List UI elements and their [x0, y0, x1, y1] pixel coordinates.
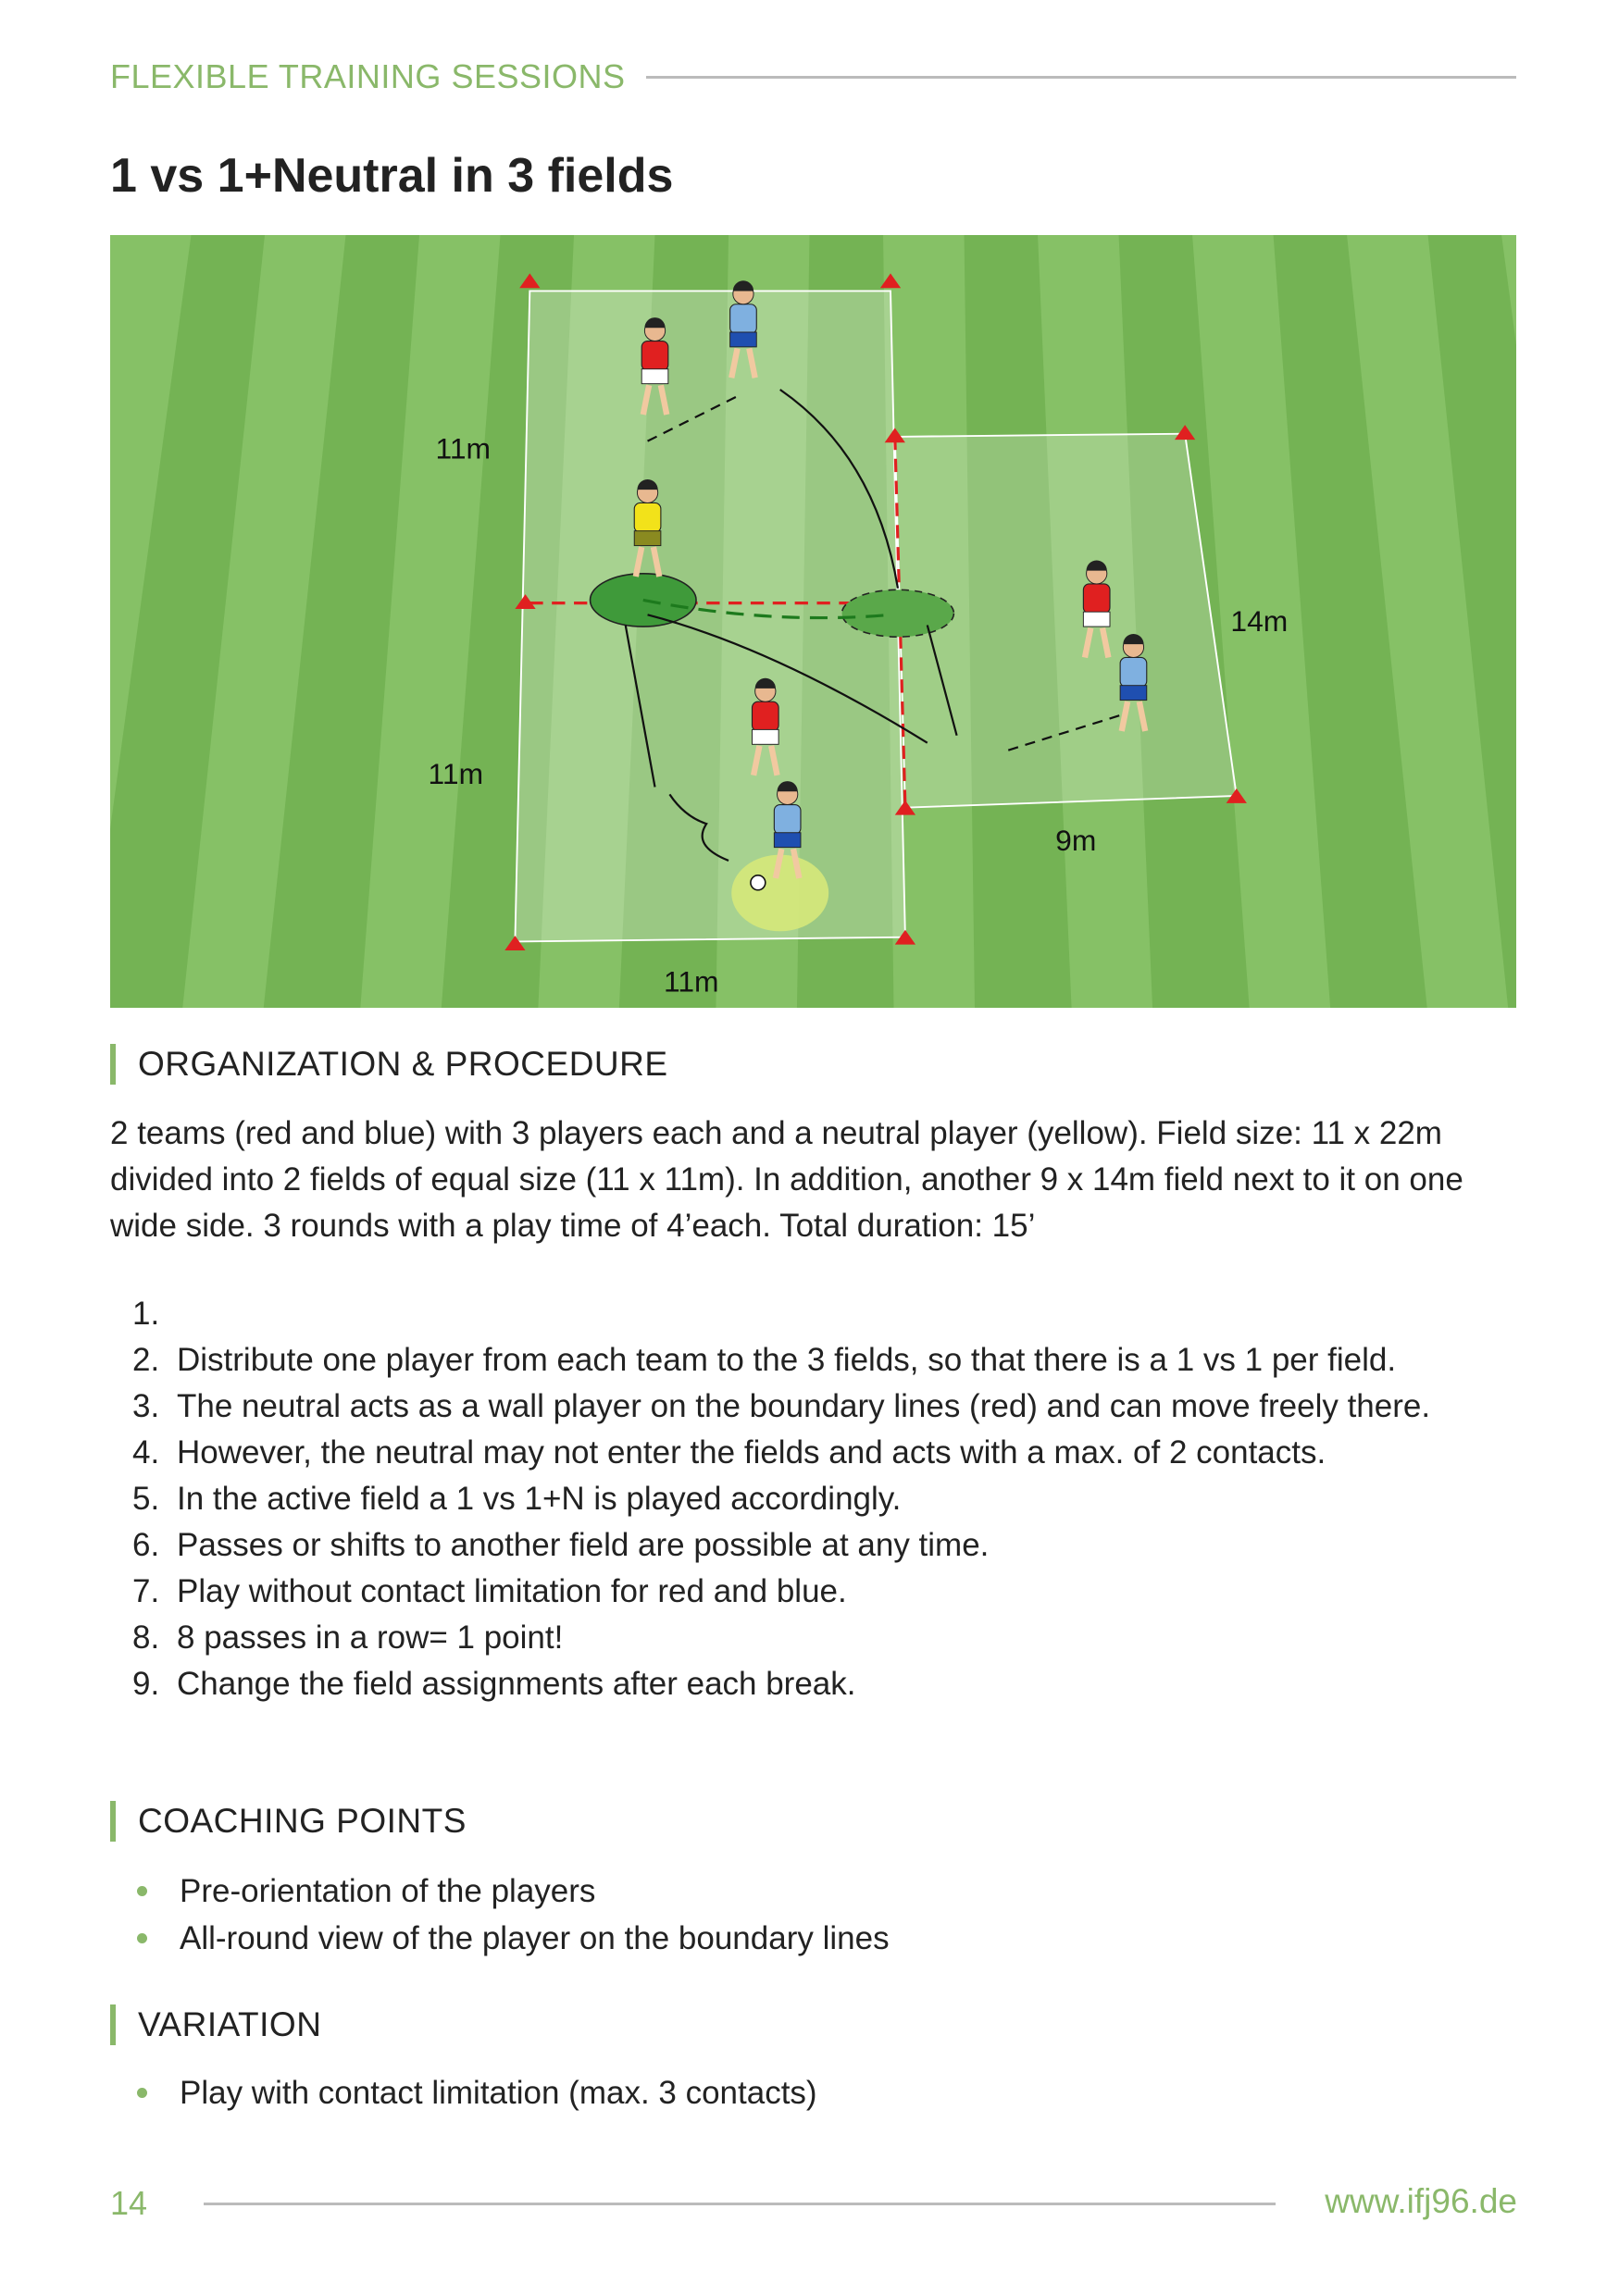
grass-stripe	[1501, 235, 1516, 345]
bullet-item: All-round view of the player on the boun…	[137, 1915, 890, 1962]
page-title: 1 vs 1+Neutral in 3 fields	[110, 149, 674, 203]
step-text: In the active field a 1 vs 1+N is played…	[177, 1481, 902, 1517]
step-text: Passes or shifts to another field are po…	[177, 1527, 990, 1563]
coaching-heading: COACHING POINTS	[110, 1801, 467, 1842]
bullet-icon	[137, 2088, 147, 2098]
procedure-step: 6. Passes or shifts to another field are …	[132, 1522, 1430, 1569]
bullet-item: Pre-orientation of the players	[137, 1868, 890, 1915]
step-number: 2.	[132, 1342, 160, 1378]
page-number: 14	[110, 2184, 148, 2222]
header-divider	[646, 76, 1516, 79]
procedure-step: 2. Distribute one player from each team t…	[132, 1337, 1430, 1384]
step-text: However, the neutral may not enter the f…	[177, 1434, 1326, 1471]
procedure-step: 5. In the active field a 1 vs 1+N is play…	[132, 1476, 1430, 1522]
red-player	[640, 317, 670, 416]
zone-circle	[589, 573, 697, 627]
step-number: 7.	[132, 1573, 160, 1609]
step-number: 6.	[132, 1527, 160, 1563]
procedure-step: 9. Change the field assignments after eac…	[132, 1661, 1430, 1707]
red-player	[750, 677, 780, 776]
website-link[interactable]: www.ifj96.de	[1325, 2182, 1517, 2220]
dimension-label: 11m	[429, 757, 484, 790]
procedure-step: 7. Play without contact limitation for re…	[132, 1569, 1430, 1615]
variation-list: Play with contact limitation (max. 3 con…	[137, 2069, 817, 2116]
step-number: 1.	[132, 1296, 160, 1332]
procedure-step: 4. However, the neutral may not enter the…	[132, 1430, 1430, 1476]
variation-heading: VARIATION	[110, 2004, 321, 2045]
dimension-label: 9m	[1055, 824, 1096, 857]
red-player	[1081, 560, 1112, 659]
dimension-label: 11m	[664, 965, 719, 999]
grass-stripe	[182, 235, 346, 1008]
step-text: 8 passes in a row= 1 point!	[177, 1620, 564, 1656]
step-number: 4.	[132, 1434, 160, 1471]
procedure-list: 1. 2. Distribute one player from each team…	[132, 1291, 1430, 1707]
step-number: 5.	[132, 1481, 160, 1517]
step-text: Change the field assignments after each …	[177, 1666, 856, 1702]
grass-stripe	[1347, 235, 1509, 1008]
bullet-text: Pre-orientation of the players	[180, 1873, 596, 1909]
section-header: FLEXIBLE TRAINING SESSIONS	[110, 57, 626, 95]
ball-icon	[750, 875, 766, 891]
yellow-player	[632, 479, 663, 577]
zone-circle	[731, 854, 829, 932]
bullet-text: Play with contact limitation (max. 3 con…	[180, 2075, 817, 2111]
movement-arrows	[624, 389, 1127, 862]
drill-diagram: 11m 11m 11m 14m 9m	[110, 235, 1516, 1008]
step-number: 3.	[132, 1388, 160, 1424]
step-number: 9.	[132, 1666, 160, 1702]
blue-player	[772, 781, 803, 879]
bullet-icon	[137, 1933, 147, 1943]
cones	[504, 273, 1247, 950]
dimension-label: 14m	[1230, 604, 1288, 638]
procedure-step: 1.	[132, 1291, 1430, 1337]
procedure-step: 3. The neutral acts as a wall player on t…	[132, 1384, 1430, 1430]
procedure-step: 8. 8 passes in a row= 1 point!	[132, 1615, 1430, 1661]
bullet-item: Play with contact limitation (max. 3 con…	[137, 2069, 817, 2116]
dimension-label: 11m	[436, 432, 492, 465]
grass-stripe	[360, 235, 501, 1008]
zone-circle	[841, 589, 955, 638]
footer-divider	[204, 2203, 1276, 2205]
step-text: The neutral acts as a wall player on the…	[177, 1388, 1431, 1424]
organization-text: 2 teams (red and blue) with 3 players ea…	[110, 1115, 1463, 1244]
bullet-icon	[137, 1886, 147, 1896]
step-text: Distribute one player from each team to …	[177, 1342, 1397, 1378]
step-text: Play without contact limitation for red …	[177, 1573, 847, 1609]
blue-player	[1118, 634, 1149, 732]
organization-heading: ORGANIZATION & PROCEDURE	[110, 1044, 668, 1085]
blue-player	[729, 280, 758, 379]
step-number: 8.	[132, 1620, 160, 1656]
grass-stripe	[538, 235, 655, 1008]
grass-stripe	[1192, 235, 1331, 1008]
bullet-text: All-round view of the player on the boun…	[180, 1920, 890, 1956]
